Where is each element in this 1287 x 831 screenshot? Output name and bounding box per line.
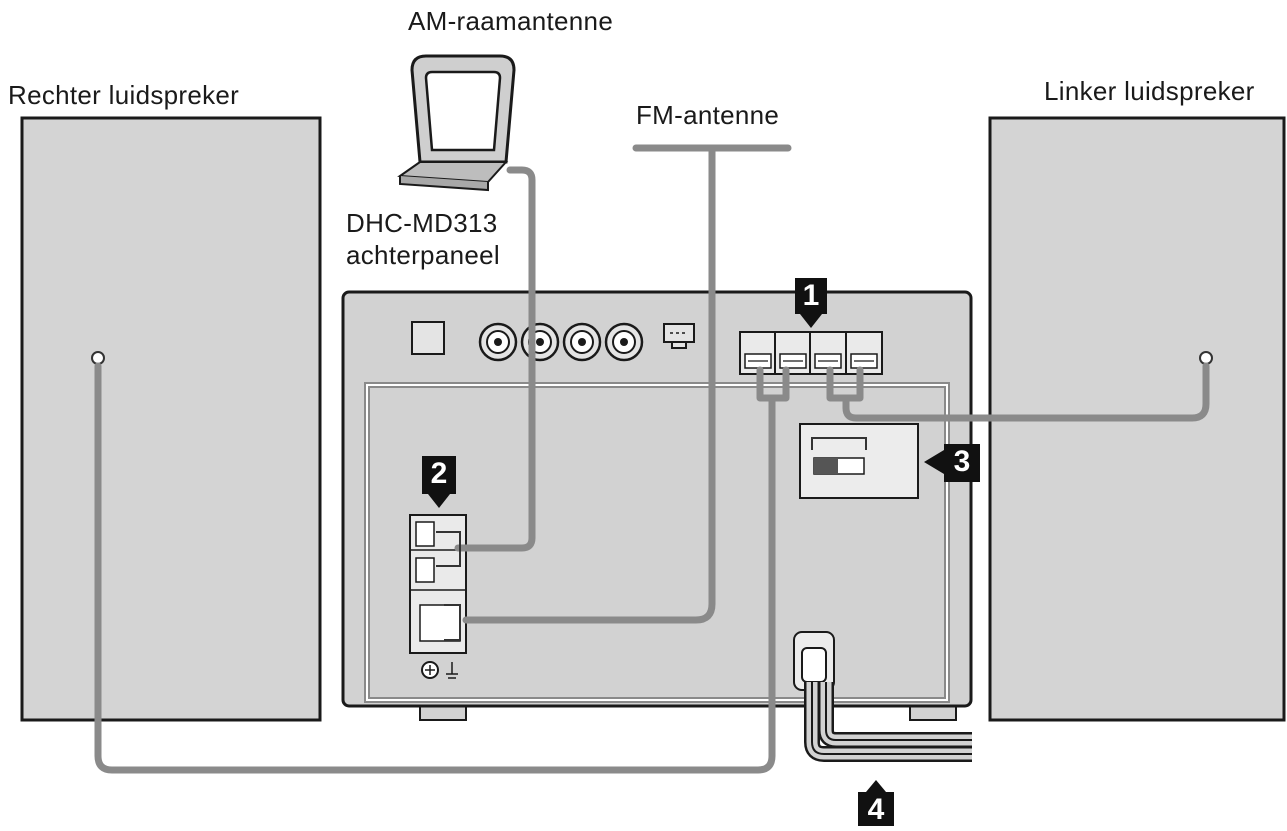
rear-panel-label: achterpaneel xyxy=(346,240,500,270)
callout-1: 1 xyxy=(795,278,827,314)
power-cord-outlet xyxy=(793,631,835,691)
callout-4-arrow xyxy=(866,780,886,792)
rear-panel xyxy=(341,290,973,721)
model-label: DHC-MD313 xyxy=(346,208,498,238)
am-antenna-label: AM-raamantenne xyxy=(408,6,614,36)
small-connector xyxy=(663,323,695,349)
callout-4: 4 xyxy=(858,792,894,826)
callout-2-arrow xyxy=(428,494,450,508)
right-speaker-label: Rechter luidspreker xyxy=(8,80,240,110)
fm-antenna xyxy=(462,144,792,624)
callout-3: 3 xyxy=(944,444,980,482)
callout-2: 2 xyxy=(422,456,456,494)
am-antenna-cable xyxy=(454,166,536,552)
right-speaker-terminal xyxy=(91,351,105,365)
square-button xyxy=(411,321,445,355)
right-speaker-cable xyxy=(94,362,776,774)
callout-1-arrow xyxy=(800,314,822,328)
right-speaker xyxy=(20,116,322,722)
antenna-terminals xyxy=(409,514,467,679)
voltage-selector xyxy=(799,423,919,499)
left-speaker-terminal xyxy=(1199,351,1213,365)
callout-3-arrow xyxy=(924,450,944,474)
am-loop-antenna xyxy=(397,54,516,192)
power-cord xyxy=(804,682,972,762)
fm-antenna-label: FM-antenne xyxy=(636,100,780,130)
left-speaker-cable xyxy=(826,362,1210,422)
left-speaker-label: Linker luidspreker xyxy=(1044,76,1255,106)
